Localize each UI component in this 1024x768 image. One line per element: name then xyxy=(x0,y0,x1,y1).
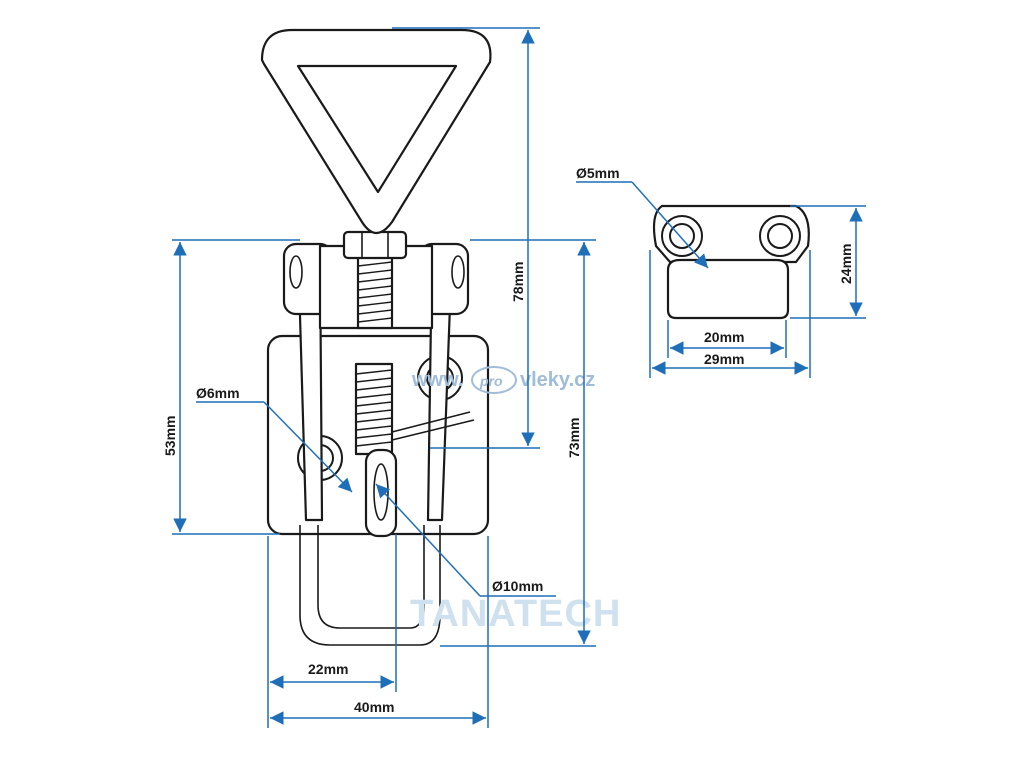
watermark-brand: TANATECH xyxy=(410,593,621,635)
dimension-lines: 78mm 53mm 73mm Ø6mm Ø10mm 22mm 40mm Ø5mm xyxy=(162,27,866,728)
dim-strike-height: 24mm xyxy=(838,244,854,284)
dim-strike-inner-width: 20mm xyxy=(704,329,744,345)
watermark-logo-ring xyxy=(471,366,517,394)
threaded-rod-upper xyxy=(356,254,394,330)
pivot-block xyxy=(364,448,398,538)
watermark-url-prefix: www. xyxy=(411,369,463,391)
dim-strike-hole: Ø5mm xyxy=(576,165,620,181)
dim-strike-width: 29mm xyxy=(704,351,744,367)
strike-lip xyxy=(666,258,790,320)
watermark-url-logo: pro xyxy=(479,373,503,389)
dim-base-hole: Ø6mm xyxy=(196,385,240,401)
dim-hook-height: 73mm xyxy=(566,418,582,458)
hook-loop xyxy=(299,525,441,646)
threaded-rod-lower xyxy=(354,362,394,456)
dim-base-height: 53mm xyxy=(162,416,178,456)
dim-hook-inner-width: 22mm xyxy=(308,661,348,677)
latch-assembly xyxy=(260,28,492,646)
dim-base-width: 40mm xyxy=(354,699,394,715)
adjust-nut xyxy=(342,230,408,260)
dim-pivot-hole: Ø10mm xyxy=(492,578,543,594)
strike-plate xyxy=(652,204,810,320)
watermark-url-suffix: vleky.cz xyxy=(520,369,595,391)
dim-total-height: 78mm xyxy=(510,262,526,302)
